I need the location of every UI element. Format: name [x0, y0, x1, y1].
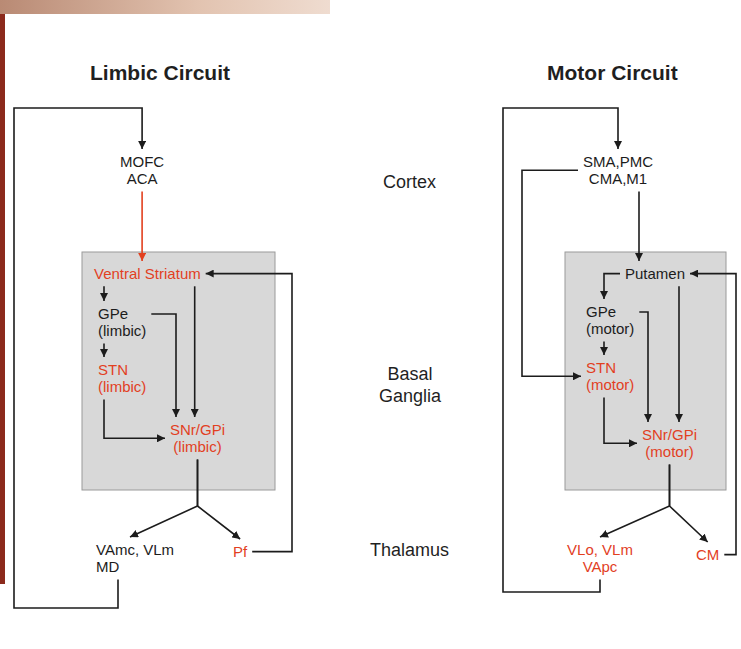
node-text: STN (limbic): [98, 361, 146, 396]
node-text: GPe (limbic): [98, 305, 146, 340]
node-text: VLo, VLm VApc: [560, 541, 640, 576]
circuit-node: Putamen: [623, 264, 687, 283]
pathway-arrow: [104, 400, 165, 439]
circuit-node: GPe (motor): [584, 302, 636, 339]
node-text: CM: [696, 546, 719, 563]
pathway-arrow: [522, 170, 581, 376]
pathway-arrow: [194, 286, 196, 417]
node-text: SNr/GPi (motor): [642, 426, 697, 461]
node-text: SMA,PMC CMA,M1: [583, 153, 653, 188]
node-text: Ventral Striatum: [94, 265, 201, 282]
node-text: VAmc, VLm MD: [96, 541, 184, 576]
node-text: SNr/GPi (limbic): [170, 421, 225, 456]
pathway-arrow: [103, 344, 105, 358]
basal-ganglia-panel: [82, 252, 275, 490]
level-label: Thalamus: [370, 540, 449, 562]
circuit-heading: Motor Circuit: [547, 60, 678, 85]
pathway-arrow: [690, 274, 736, 555]
circuit-node: VAmc, VLm MD: [94, 540, 186, 577]
circuit-node: STN (limbic): [96, 360, 148, 397]
circuit-heading: Limbic Circuit: [90, 60, 230, 85]
pathway-arrow: [130, 460, 198, 538]
photo-strip: [0, 0, 330, 14]
pathway-arrow: [678, 286, 680, 422]
pathway-arrow: [603, 342, 605, 356]
pathway-arrow: [198, 460, 241, 540]
level-label: Cortex: [383, 172, 436, 194]
pathway-arrow: [141, 192, 143, 262]
circuit-node: VLo, VLm VApc: [558, 540, 642, 577]
pathway-arrow: [670, 465, 708, 543]
circuit-node: MOFC ACA: [118, 152, 166, 189]
node-text: Putamen: [625, 265, 685, 282]
circuit-node: SMA,PMC CMA,M1: [581, 152, 655, 189]
pathway-arrow: [103, 286, 105, 301]
circuit-node: SNr/GPi (motor): [640, 425, 699, 462]
level-label: Basal Ganglia: [379, 364, 441, 407]
circuit-node: CM: [694, 545, 721, 564]
pathway-arrow: [206, 274, 292, 552]
edge-strip: [0, 14, 5, 584]
circuit-node: Pf: [231, 542, 249, 561]
pathway-arrow: [638, 192, 640, 262]
circuit-node: SNr/GPi (limbic): [168, 420, 227, 457]
circuit-node: Ventral Striatum: [92, 264, 203, 283]
pathway-arrow: [604, 274, 620, 299]
node-text: GPe (motor): [586, 303, 634, 338]
pathway-arrow: [604, 398, 637, 444]
pathway-arrow: [600, 465, 670, 538]
node-text: Pf: [233, 543, 247, 560]
circuit-node: STN (motor): [584, 358, 636, 395]
pathway-arrow: [151, 314, 176, 417]
node-text: MOFC ACA: [120, 153, 164, 188]
circuit-node: GPe (limbic): [96, 304, 148, 341]
basal-ganglia-panel: [565, 252, 726, 490]
pathway-arrow: [639, 312, 648, 422]
pathway-arrow: [14, 108, 142, 608]
node-text: STN (motor): [586, 359, 634, 394]
